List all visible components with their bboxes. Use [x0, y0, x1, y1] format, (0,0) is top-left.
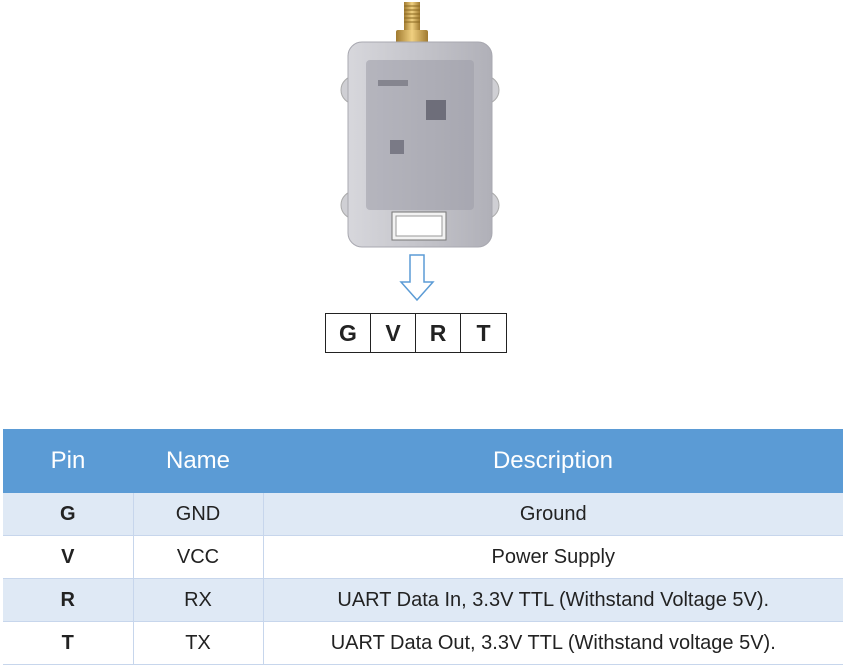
radio-module-image — [340, 2, 500, 248]
table-row: G GND Ground — [3, 493, 843, 536]
table-row: R RX UART Data In, 3.3V TTL (Withstand V… — [3, 578, 843, 622]
cell-pin: R — [3, 578, 134, 622]
cell-pin: T — [3, 621, 134, 665]
pin-label-t: T — [476, 319, 491, 346]
pin-description-table: Pin Name Description G GND Ground V VCC … — [3, 429, 843, 665]
cell-description: UART Data Out, 3.3V TTL (Withstand volta… — [263, 621, 843, 665]
cell-description: UART Data In, 3.3V TTL (Withstand Voltag… — [263, 578, 843, 622]
pin-label-strip: G V R T — [325, 313, 507, 353]
header-pin: Pin — [3, 429, 133, 493]
cell-pin: G — [3, 493, 134, 536]
cell-description: Ground — [263, 493, 843, 536]
table-header-row: Pin Name Description — [3, 429, 843, 493]
pin-label-v: V — [371, 314, 416, 352]
cell-name: TX — [133, 621, 264, 665]
cell-pin: V — [3, 535, 134, 579]
pin-label-r: R — [416, 314, 461, 352]
pin-label-g: G — [326, 314, 371, 352]
table-row: T TX UART Data Out, 3.3V TTL (Withstand … — [3, 621, 843, 665]
header-name: Name — [133, 429, 263, 493]
cell-description: Power Supply — [263, 535, 843, 579]
cell-name: GND — [133, 493, 264, 536]
down-arrow-icon — [399, 254, 435, 302]
cell-name: RX — [133, 578, 264, 622]
cell-name: VCC — [133, 535, 264, 579]
table-row: V VCC Power Supply — [3, 535, 843, 579]
header-description: Description — [263, 429, 843, 493]
